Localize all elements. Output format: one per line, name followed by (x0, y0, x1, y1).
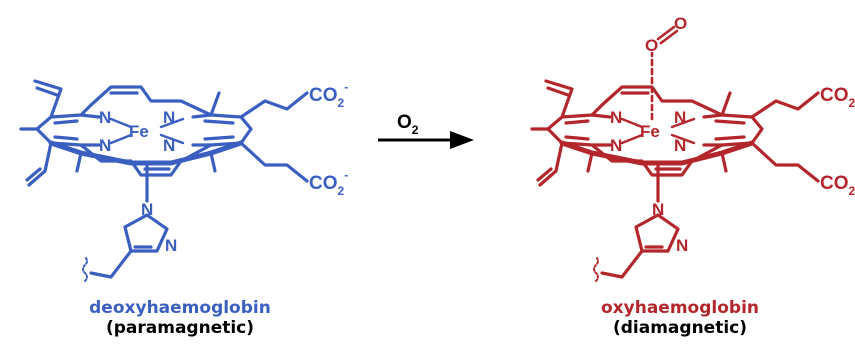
deoxy-n-label: N (163, 136, 175, 155)
oxy-imidazole-n: N (652, 200, 664, 219)
oxy-ligand-o: O (674, 14, 687, 33)
oxy-fe-label: Fe (640, 122, 660, 141)
reaction-arrow: O2 (378, 112, 474, 149)
arrow-reagent-label: O2 (397, 112, 419, 137)
deoxy-structure: Fe N N N N N N CO2- CO2- (21, 80, 348, 281)
oxy-structure: Fe N N N N O O N N CO2- CO2- (532, 14, 855, 281)
deoxy-propionate-label: CO2- (309, 80, 348, 110)
deoxy-imidazole-n: N (141, 200, 153, 219)
oxy-ligand-o: O (645, 36, 658, 55)
oxy-n-label: N (610, 108, 622, 127)
oxy-propionate-label: CO2- (820, 80, 855, 110)
oxy-n-label: N (674, 136, 686, 155)
oxy-n-label: N (674, 108, 686, 127)
oxy-n-label: N (610, 136, 622, 155)
oxy-imidazole-n: N (676, 236, 688, 255)
deoxy-fe-label: Fe (129, 122, 149, 141)
deoxy-caption: deoxyhaemoglobin (paramagnetic) (60, 298, 300, 338)
oxy-name: oxyhaemoglobin (601, 298, 759, 318)
deoxy-n-label: N (99, 108, 111, 127)
deoxy-imidazole-n: N (165, 236, 177, 255)
deoxy-n-label: N (99, 136, 111, 155)
deoxy-state: (paramagnetic) (105, 318, 255, 338)
oxy-caption: oxyhaemoglobin (diamagnetic) (560, 298, 800, 338)
oxy-state: (diamagnetic) (612, 318, 748, 338)
deoxy-n-label: N (163, 108, 175, 127)
oxy-propionate-label: CO2- (820, 168, 855, 198)
deoxy-name: deoxyhaemoglobin (89, 298, 271, 318)
deoxy-propionate-label: CO2- (309, 168, 348, 198)
